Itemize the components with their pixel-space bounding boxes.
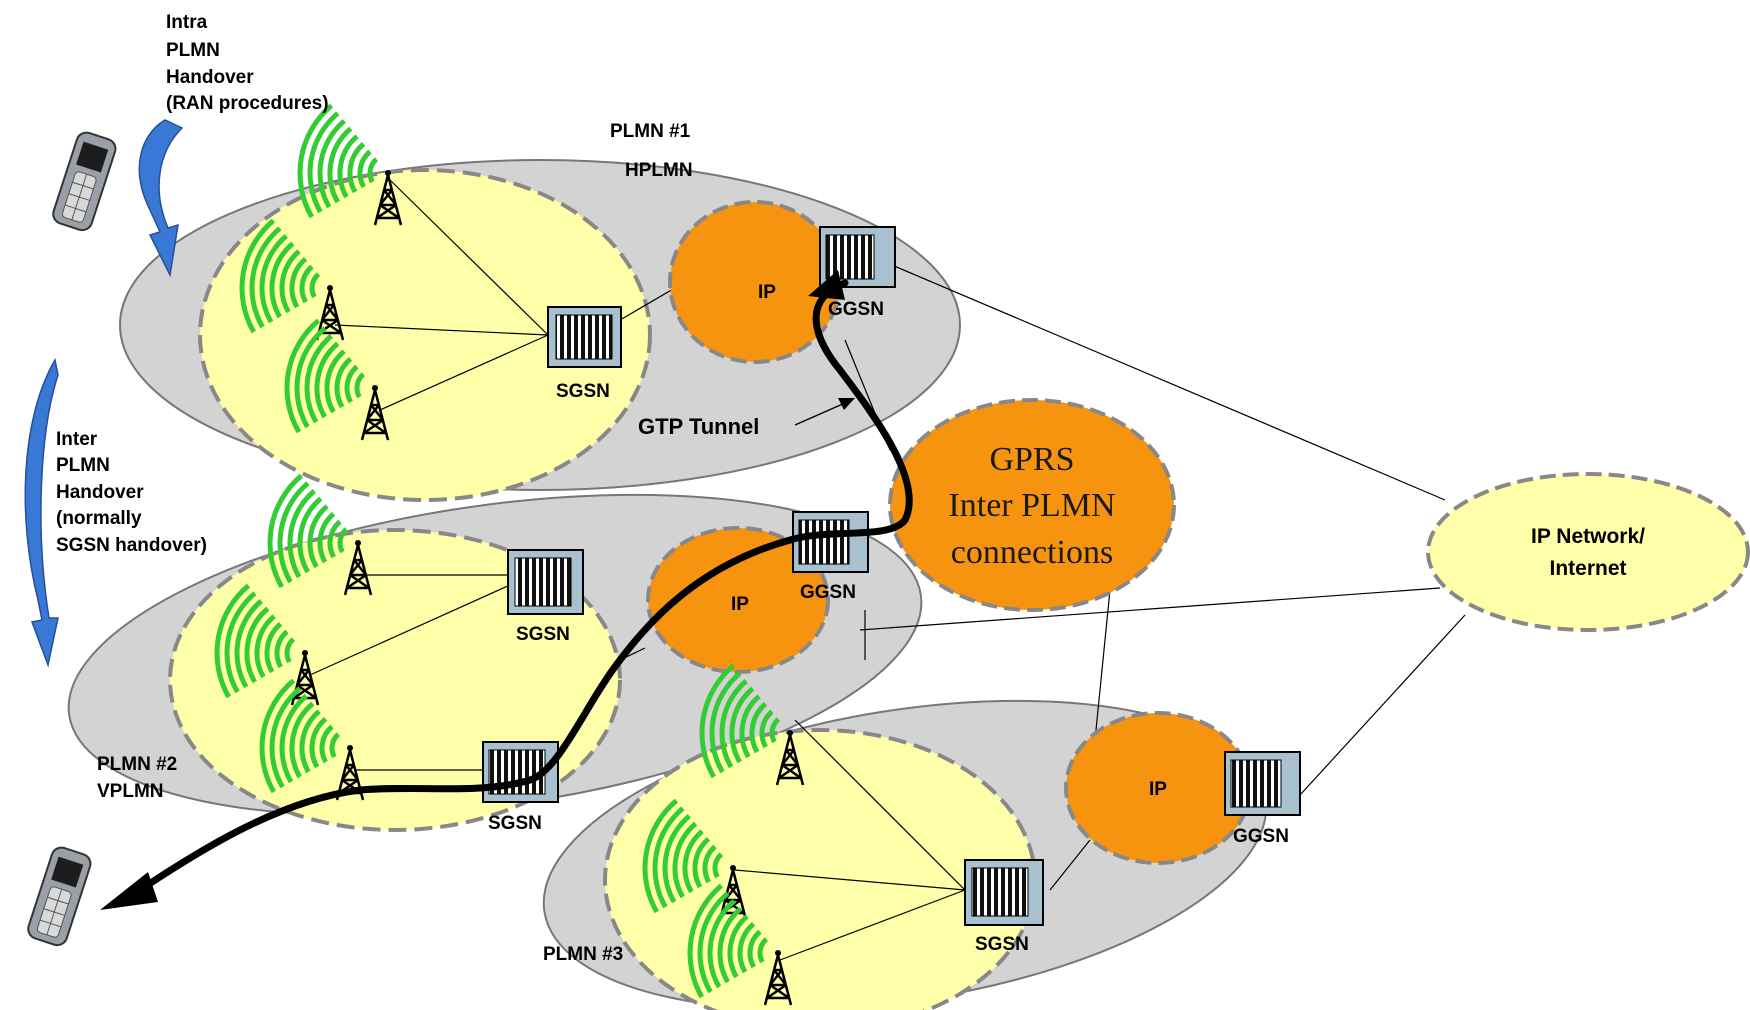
- antenna-tower-icon: [267, 473, 373, 596]
- plmn1-label: PLMN #1: [610, 121, 691, 142]
- plmn2-label: PLMN #2: [97, 754, 177, 775]
- internet-label-2: Internet: [1549, 557, 1626, 580]
- antenna-towers: [214, 103, 805, 1006]
- antenna-tower-icon: [259, 678, 365, 801]
- intra-handover-label-3: Handover: [166, 67, 254, 88]
- sgsn-label: SGSN: [975, 934, 1029, 955]
- sgsn-label: SGSN: [516, 624, 570, 645]
- gprs-inter-plmn-cloud: [888, 398, 1176, 612]
- gprs-label-2: Inter PLMN: [948, 487, 1115, 524]
- gtp-tunnel-label: GTP Tunnel: [638, 414, 759, 439]
- ggsn-label: GGSN: [1233, 826, 1289, 847]
- inter-handover-label-2: PLMN: [56, 455, 110, 476]
- sgsn-label: SGSN: [488, 813, 542, 834]
- ggsn-label: GGSN: [800, 582, 856, 603]
- plmn1-ip-cloud: [668, 200, 842, 364]
- gtp-label-arrowhead: [838, 398, 855, 410]
- ggsn-node-icon: [1224, 751, 1301, 816]
- hplmn-label: HPLMN: [625, 160, 693, 181]
- ip-label: IP: [758, 282, 776, 303]
- ggsn-label: GGSN: [828, 299, 884, 320]
- internet-label-1: IP Network/: [1531, 525, 1645, 548]
- mobile-phone-icon: [27, 846, 92, 947]
- inter-handover-arrow-icon: [24, 357, 59, 668]
- antenna-tower-icon: [699, 663, 805, 786]
- gtp-tunnel-arrowhead: [100, 872, 158, 910]
- intra-handover-arrow-icon: [138, 119, 184, 278]
- antenna-tower-icon: [239, 218, 345, 341]
- ggsn-node-icon: [792, 511, 869, 573]
- sgsn-label: SGSN: [556, 381, 610, 402]
- plmn3-label: PLMN #3: [543, 944, 623, 965]
- gtp-tunnel-arrowhead: [808, 270, 845, 300]
- ip-label: IP: [1149, 779, 1167, 800]
- sgsn-node-icon: [507, 549, 584, 615]
- sgsn-node-icon: [964, 859, 1044, 926]
- inter-handover-label-5: SGSN handover): [56, 535, 207, 556]
- intra-handover-label-4: (RAN procedures): [166, 93, 329, 114]
- gtp-label-pointer: [794, 402, 846, 426]
- mobile-phone-icon: [52, 131, 117, 232]
- intra-handover-label-2: PLMN: [166, 40, 220, 61]
- inter-handover-label-4: (normally: [56, 508, 142, 529]
- antenna-tower-icon: [687, 883, 793, 1006]
- internet-cloud: [1426, 472, 1750, 632]
- vplmn-label: VPLMN: [97, 781, 164, 802]
- inter-handover-label-3: Handover: [56, 482, 144, 503]
- inter-handover-label-1: Inter: [56, 429, 98, 450]
- antenna-tower-icon: [214, 583, 320, 706]
- intra-handover-label-1: Intra: [166, 12, 208, 33]
- sgsn-node-icon: [547, 306, 622, 368]
- gprs-label-1: GPRS: [989, 441, 1074, 478]
- ggsn-node-icon: [819, 226, 896, 288]
- antenna-tower-icon: [297, 103, 403, 226]
- antenna-tower-icon: [284, 318, 390, 441]
- gprs-label-3: connections: [951, 534, 1113, 571]
- ip-label: IP: [731, 594, 749, 615]
- connection-lines: [309, 179, 1466, 961]
- gtp-tunnel-path: [136, 279, 913, 894]
